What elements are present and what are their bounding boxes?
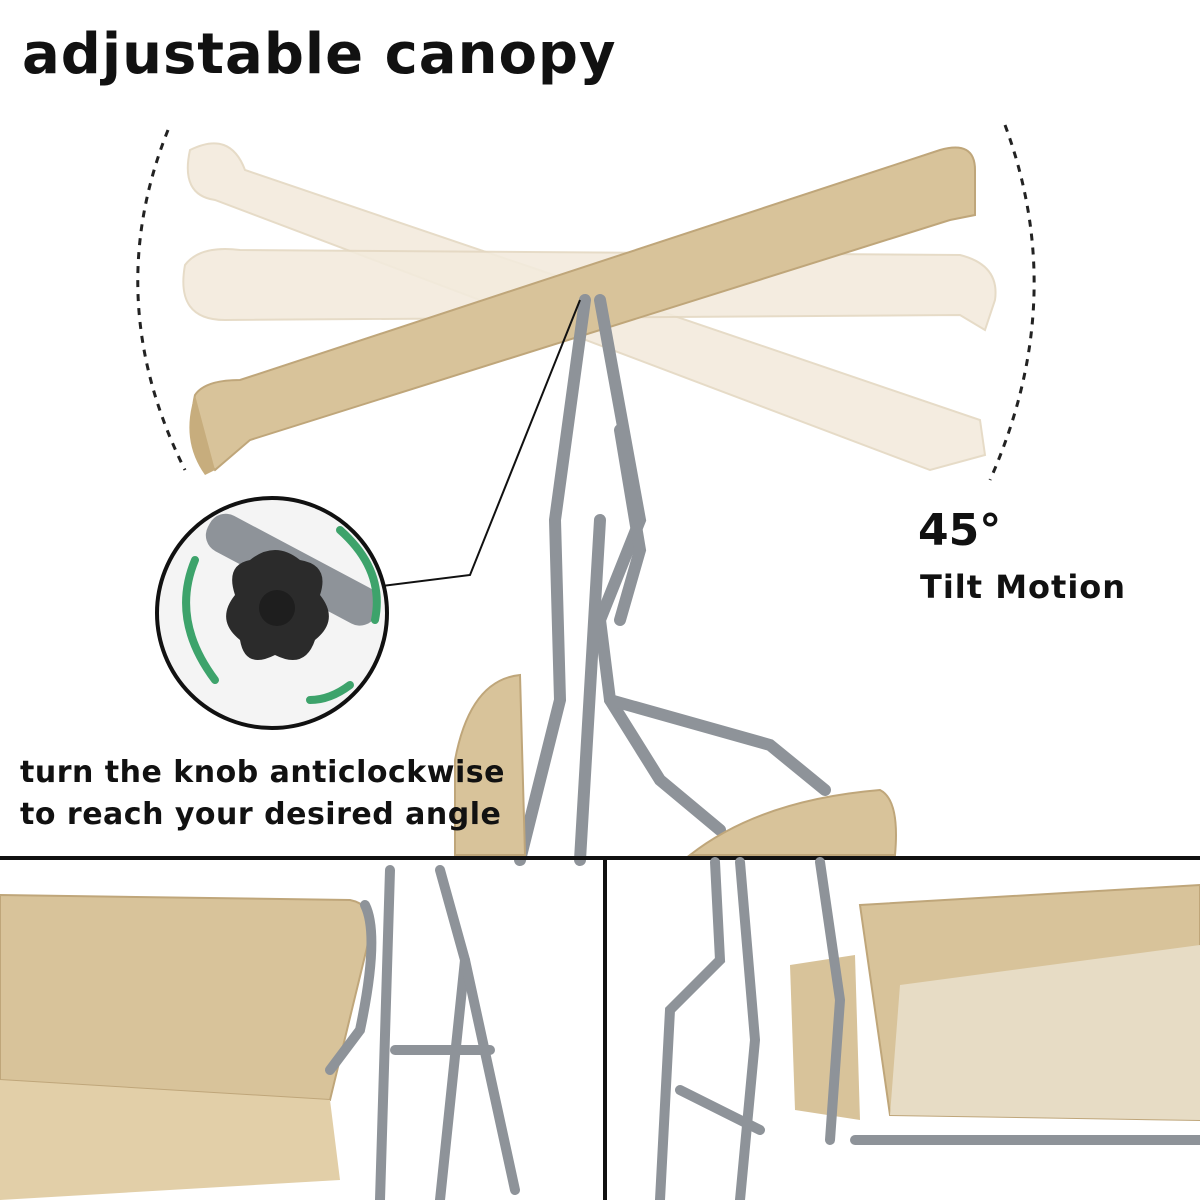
swing-frame [514, 294, 831, 866]
instruction-line-2: to reach your desired angle [20, 797, 502, 832]
knob-closeup [155, 496, 389, 730]
seat-cushion [454, 673, 897, 856]
rotate-arrows-icon [182, 526, 381, 704]
tilt-label: Tilt Motion [920, 568, 1127, 606]
page-title: adjustable canopy [22, 22, 617, 87]
tilt-angle: 45° [918, 505, 1002, 556]
callout-line [349, 299, 581, 591]
tilt-arc-right [988, 124, 1036, 481]
seat-back-right [655, 857, 1200, 1200]
instruction-line-1: turn the knob anticlockwise [20, 755, 505, 790]
tilt-arc-left [136, 129, 187, 471]
seat-back-left [0, 865, 520, 1200]
knob-icon [226, 550, 329, 660]
